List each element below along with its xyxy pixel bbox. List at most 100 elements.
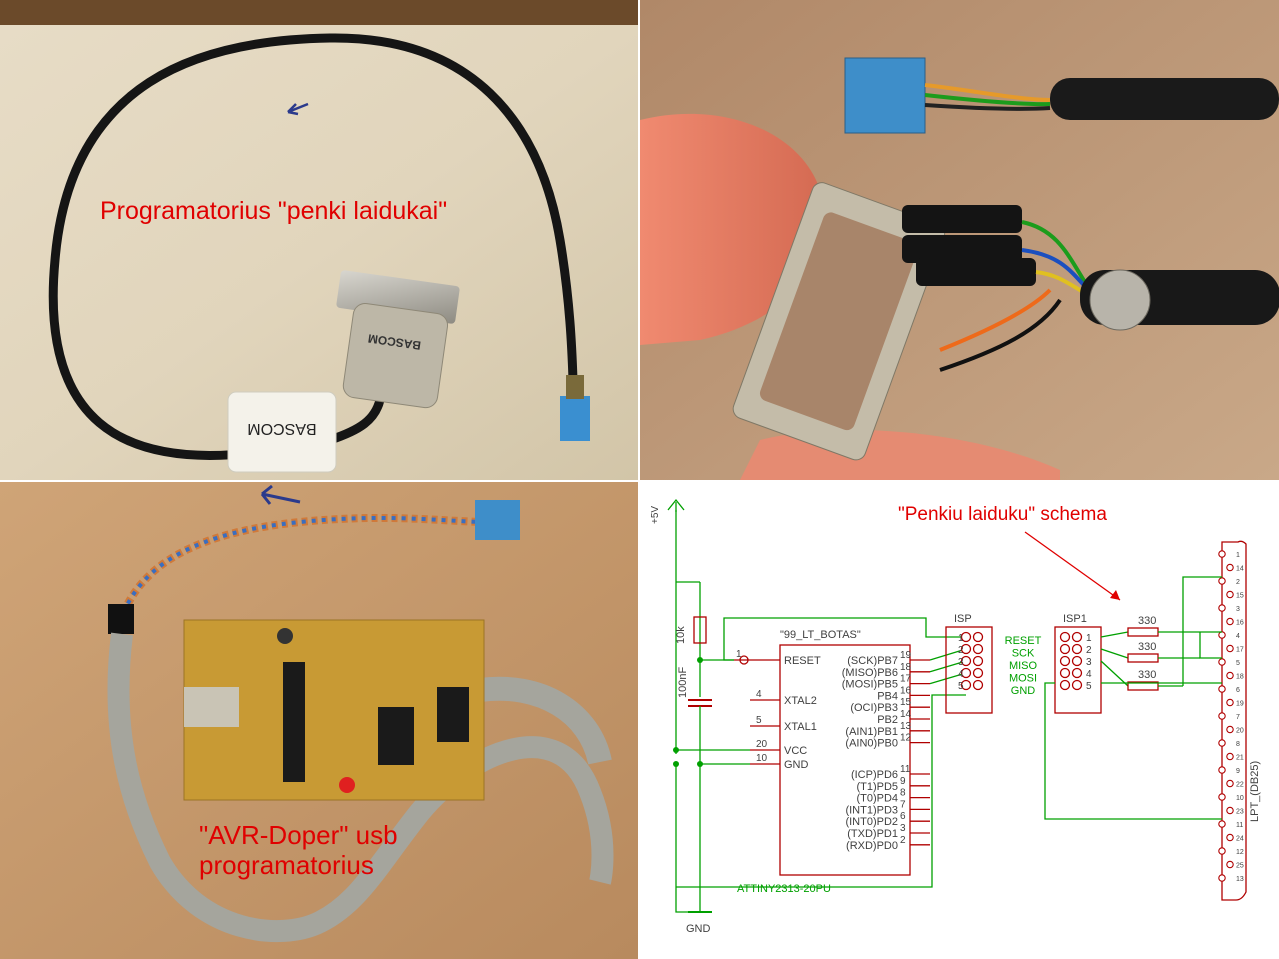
reset-wire xyxy=(1182,576,1222,686)
chip-pin-name: GND xyxy=(784,759,809,771)
res-wire xyxy=(1100,660,1129,687)
db25-pin-number: 1 xyxy=(1236,552,1240,559)
chip-pin-number: 11 xyxy=(900,764,911,775)
isp1-pin xyxy=(1059,679,1071,691)
chip-pin-number: 14 xyxy=(900,709,912,720)
isp-pin xyxy=(972,631,984,643)
chip-pin-number: 13 xyxy=(900,721,912,732)
db25-pin-number: 8 xyxy=(1236,741,1240,748)
svg-text:100nF: 100nF xyxy=(677,667,689,698)
label-tag xyxy=(227,391,337,473)
isp-pin-number: 2 xyxy=(958,645,964,656)
db25-pin-number: 18 xyxy=(1236,674,1244,681)
db25-pin xyxy=(1226,671,1234,680)
isp1-pin xyxy=(1071,679,1083,691)
gnd-wire xyxy=(1044,682,1222,820)
db25-pin xyxy=(1218,685,1226,693)
db25-pin-number: 2 xyxy=(1236,579,1240,586)
svg-text:BASCOM: BASCOM xyxy=(247,420,316,437)
isp1-pin-number: 5 xyxy=(1086,681,1092,692)
chip-pin-name: (T0)PD4 xyxy=(856,793,898,805)
schematic: "Penkiu laiduku" schema +5V 10k 100nF "9… xyxy=(640,482,1279,959)
isp1-pin xyxy=(1059,643,1071,655)
chip-pin-name: VCC xyxy=(784,745,807,757)
chip-pin-name: (ICP)PD6 xyxy=(851,769,898,781)
signal-label: SCK xyxy=(1012,648,1035,660)
signal-label: MOSI xyxy=(1009,673,1037,685)
db25-pin xyxy=(1218,766,1226,774)
db25-pin-number: 12 xyxy=(1236,849,1244,856)
isp-pin-number: 3 xyxy=(958,657,964,668)
db25-pin-number: 10 xyxy=(1236,795,1244,802)
db25-shell xyxy=(732,182,946,461)
db25-pin xyxy=(1226,644,1234,653)
schematic-drawing: "Penkiu laiduku" schema +5V 10k 100nF "9… xyxy=(650,498,1261,935)
wire-isp-gnd xyxy=(676,694,966,888)
capacitor-100nf xyxy=(688,699,712,707)
caption-avr-doper: "AVR-Doper" usb programatorius xyxy=(199,820,398,880)
isp-pin-number: 1 xyxy=(958,633,964,644)
resistor-value: 330 xyxy=(1138,669,1156,681)
db25-pin-number: 5 xyxy=(1236,660,1240,667)
resistor-value: 330 xyxy=(1138,641,1156,653)
res-wire xyxy=(1100,631,1129,638)
wire-isp-signal xyxy=(929,672,967,685)
db25-pin xyxy=(1218,604,1226,612)
db25-pin-number: 16 xyxy=(1236,620,1244,627)
resistor-value: 330 xyxy=(1138,615,1156,627)
chip-pin-number: 17 xyxy=(900,674,912,685)
isp1-pin-number: 1 xyxy=(1086,633,1092,644)
signal-label: MISO xyxy=(1009,660,1038,672)
idc-header xyxy=(437,687,469,742)
photo-cable-drawing: BASCOM BASCOM xyxy=(0,0,638,480)
svg-text:ISP1: ISP1 xyxy=(1063,613,1087,625)
db25-pin xyxy=(1218,550,1226,558)
db25-pin xyxy=(1218,658,1226,666)
db25-pin xyxy=(1226,725,1234,734)
ic-mega xyxy=(283,662,305,782)
db25-pin xyxy=(1218,712,1226,720)
heatshrink-1 xyxy=(902,205,1022,233)
svg-text:GND: GND xyxy=(686,923,711,935)
chip-pin-name: (MOSI)PB5 xyxy=(842,679,898,691)
divider-horizontal xyxy=(0,480,1279,482)
isp1-pin xyxy=(1071,655,1083,667)
db25-pin xyxy=(1226,752,1234,761)
chip-pin-number: 16 xyxy=(900,685,912,696)
chip-pin-name: PB2 xyxy=(877,714,898,726)
isp-pin xyxy=(972,667,984,679)
caption-avr-doper-line1: "AVR-Doper" usb xyxy=(199,820,398,850)
chip-pin-number: 12 xyxy=(900,733,912,744)
chip-pin-name: (AIN1)PB1 xyxy=(845,726,898,738)
svg-text:+5V: +5V xyxy=(650,506,661,524)
isp-pin xyxy=(960,679,972,691)
chip-pin-number: 2 xyxy=(900,835,906,846)
isp1-pin xyxy=(1059,631,1071,643)
chip-pin-number: 9 xyxy=(900,776,906,787)
wire-isp-signal xyxy=(929,648,967,661)
resistor-10k xyxy=(693,616,707,644)
schematic-title: "Penkiu laiduku" schema xyxy=(898,504,1107,525)
chip-attiny2313 xyxy=(779,644,911,876)
db25-pin xyxy=(1218,739,1226,747)
chip-pin-number: 18 xyxy=(900,662,912,673)
db25-connector xyxy=(1221,540,1247,901)
cable xyxy=(48,33,578,460)
svg-text:"99_LT_BOTAS": "99_LT_BOTAS" xyxy=(780,629,861,641)
chip-pin-name: XTAL1 xyxy=(784,721,817,733)
db25-pin xyxy=(1218,874,1226,882)
isp-pin-number: 4 xyxy=(958,669,964,680)
db25-pin xyxy=(1226,860,1234,869)
photo-connector-drawing xyxy=(640,0,1279,480)
chip-pin-name: (AIN0)PB0 xyxy=(845,738,898,750)
resistor-330 xyxy=(1127,627,1159,637)
db25-pin-number: 21 xyxy=(1236,755,1244,762)
svg-text:10k: 10k xyxy=(675,626,687,644)
db25-pin-number: 15 xyxy=(1236,593,1244,600)
blue-header xyxy=(844,57,926,134)
chip-pin-name: (MISO)PB6 xyxy=(842,667,898,679)
signal-label: RESET xyxy=(1005,635,1042,647)
svg-text:ISP: ISP xyxy=(954,613,972,625)
chip-pin-name: (INT0)PD2 xyxy=(845,816,898,828)
